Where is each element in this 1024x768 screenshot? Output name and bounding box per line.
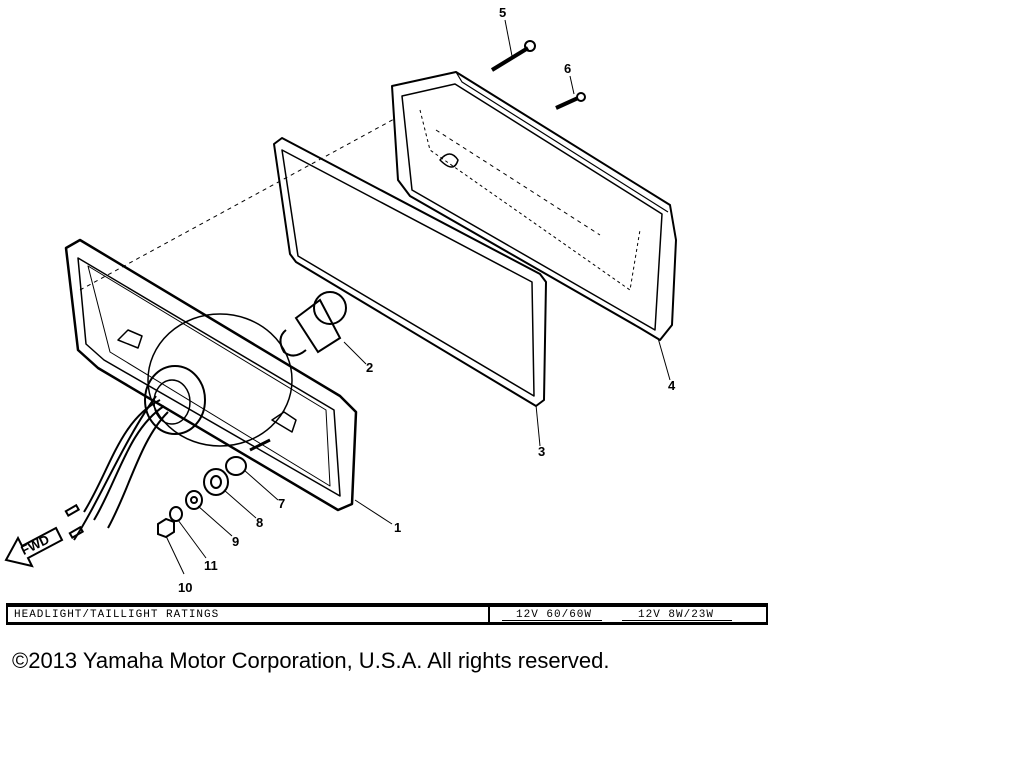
ratings-divider (488, 605, 490, 623)
exploded-parts-diagram: FWD 1 2 3 4 5 6 7 8 9 10 11 (4, 5, 677, 595)
callout-10: 10 (178, 580, 192, 595)
taillight-underline (622, 620, 732, 621)
part-3-gasket (273, 137, 547, 407)
ratings-table: HEADLIGHT/TAILLIGHT RATINGS 12V 60/60W 1… (6, 603, 768, 625)
part-2-bulb (279, 291, 367, 365)
part-8-grommet (203, 468, 229, 496)
wire-harness (64, 395, 169, 541)
ratings-taillight-value: 12V 8W/23W (638, 609, 715, 621)
callout-1: 1 (394, 520, 401, 535)
callout-11: 11 (204, 558, 218, 573)
callout-2: 2 (366, 360, 373, 375)
callout-4: 4 (668, 378, 676, 393)
part-6-screw (555, 75, 586, 110)
callout-3: 3 (538, 444, 545, 459)
callout-6: 6 (564, 61, 571, 76)
fwd-arrow-icon: FWD (4, 526, 64, 568)
ratings-headlight-value: 12V 60/60W (516, 609, 593, 621)
callout-5: 5 (499, 5, 506, 20)
part-5-screw (490, 19, 536, 72)
ratings-label: HEADLIGHT/TAILLIGHT RATINGS (14, 609, 220, 621)
part-10-nut (157, 517, 175, 539)
copyright-notice: ©2013 Yamaha Motor Corporation, U.S.A. A… (12, 648, 610, 673)
part-7-grommet (225, 456, 247, 476)
part-4-housing (391, 71, 677, 341)
part-1-lens-assembly (64, 238, 358, 512)
callout-7: 7 (278, 496, 285, 511)
part-9-washer (185, 490, 203, 510)
headlight-underline (502, 620, 602, 621)
callout-9: 9 (232, 534, 239, 549)
callout-8: 8 (256, 515, 263, 530)
leader-lines (79, 117, 671, 575)
part-11-lock-washer (169, 506, 183, 522)
